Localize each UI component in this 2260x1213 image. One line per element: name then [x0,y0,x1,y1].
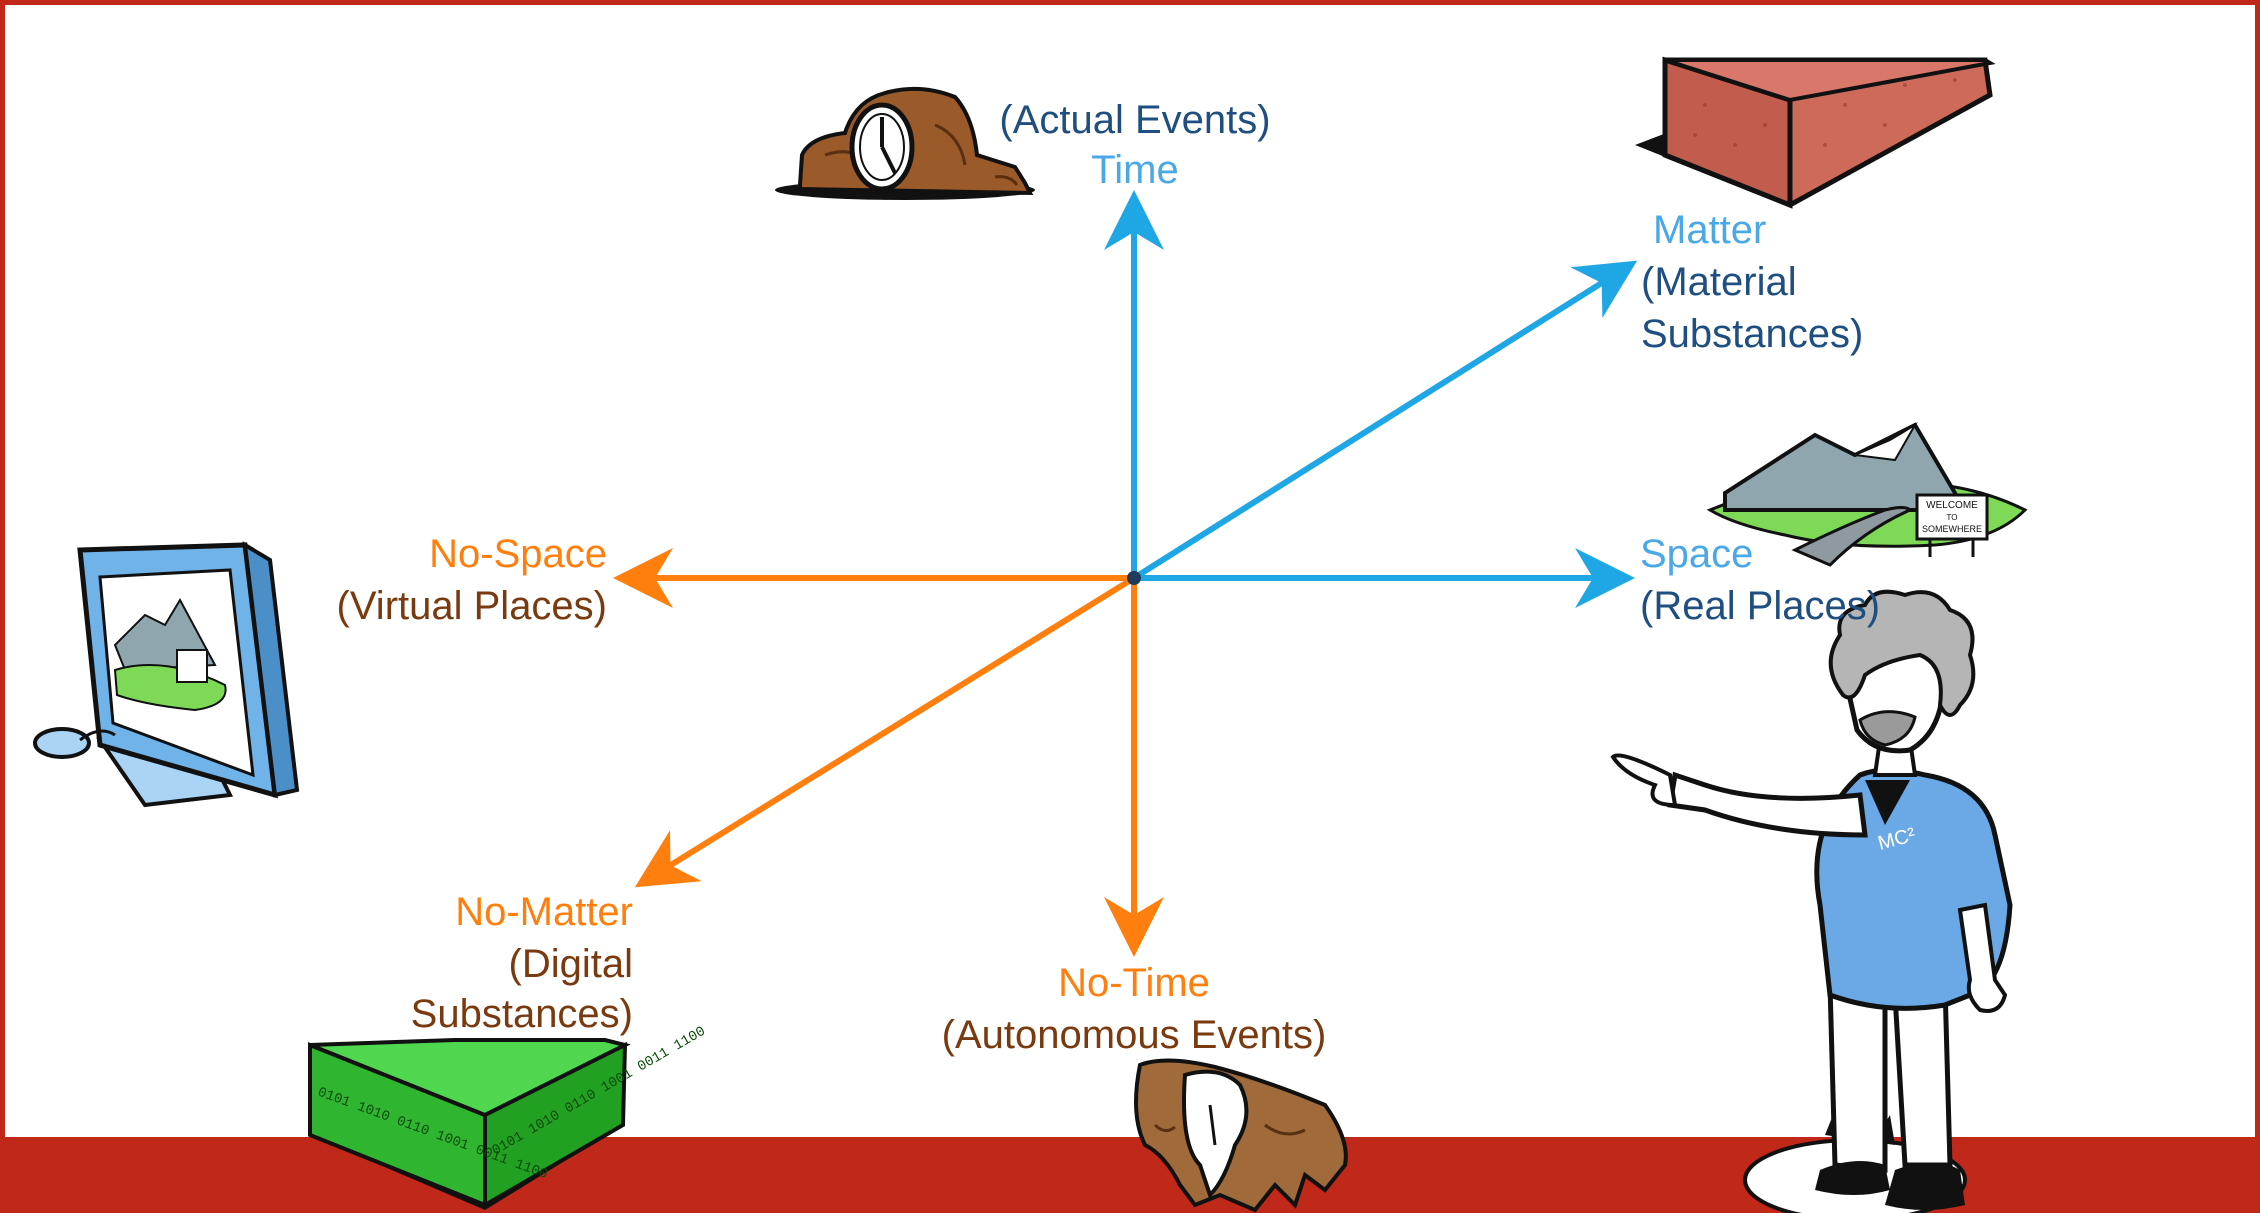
origin-point [1127,571,1141,585]
mantel-clock-icon [775,86,1035,200]
no-matter-title: No-Matter [455,890,633,934]
computer-monitor-icon [33,541,300,808]
mountain-landscape-icon: WELCOME TO SOMEWHERE [1706,422,2028,567]
no-matter-subtitle-line2: Substances) [410,992,633,1036]
no-time-title: No-Time [1058,961,1210,1005]
no-space-title: No-Space [429,532,607,576]
binary-block-icon: 0101 1010 0110 1001 0011 1100 0101 1010 … [308,1024,708,1210]
presenter-figure: MC² [1610,589,2013,1213]
matter-axis-arrow [1132,260,1638,581]
illustration-layer: WELCOME TO SOMEWHERE 0101 1010 0110 1001… [33,56,2028,1213]
space-subtitle: (Real Places) [1640,584,1881,628]
matter-subtitle-line2: Substances) [1641,312,1864,356]
sign-line1: WELCOME [1926,500,1978,511]
time-subtitle: (Actual Events) [999,98,1271,142]
matter-title: Matter [1653,208,1767,252]
time-title: Time [1091,148,1179,192]
sign-line3: SOMEWHERE [1922,524,1982,534]
sign-line2: TO [1947,513,1958,522]
no-space-subtitle: (Virtual Places) [336,584,607,628]
no-matter-axis-arrow [634,575,1136,888]
no-matter-subtitle-line1: (Digital [508,942,633,986]
brick-icon [1635,56,1996,209]
space-title: Space [1640,532,1754,576]
melting-clock-icon [1134,1058,1348,1213]
axes [613,190,1638,957]
matter-subtitle-line1: (Material [1641,260,1797,304]
no-time-subtitle: (Autonomous Events) [941,1013,1327,1057]
